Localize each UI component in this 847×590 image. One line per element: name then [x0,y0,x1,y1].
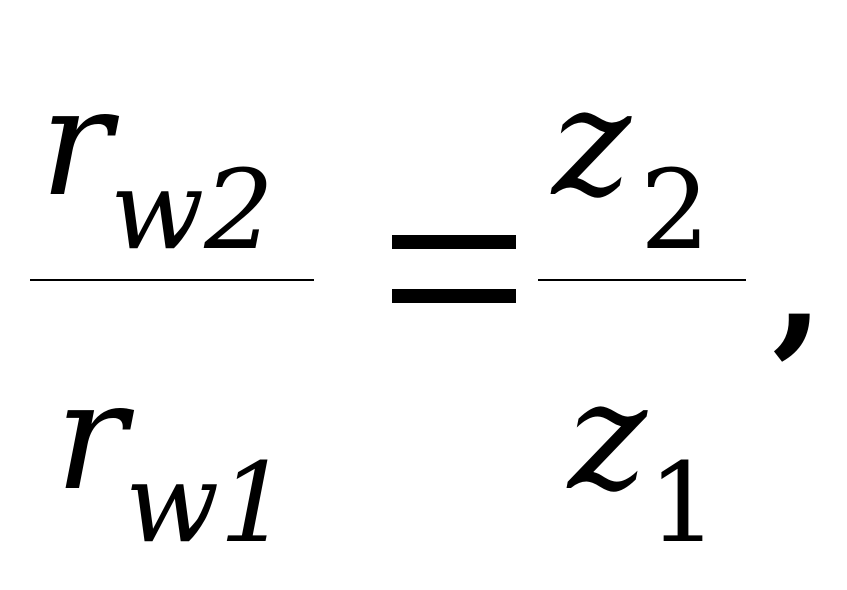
right-numerator-subscript: 2 [640,146,710,274]
left-numerator-base: r [40,56,112,230]
right-fraction-bar [538,279,746,281]
left-numerator-subscript: w2 [110,146,275,274]
right-numerator-base: z [552,56,632,230]
equals-bar-bottom [392,289,516,303]
left-denominator-subscript: w1 [125,439,290,567]
trailing-comma: , [772,197,825,373]
left-fraction-bar [30,279,314,281]
right-denominator-subscript: 1 [648,439,718,567]
equals-bar-top [392,235,516,249]
left-denominator-base: r [55,350,127,524]
right-denominator-base: z [568,350,648,524]
